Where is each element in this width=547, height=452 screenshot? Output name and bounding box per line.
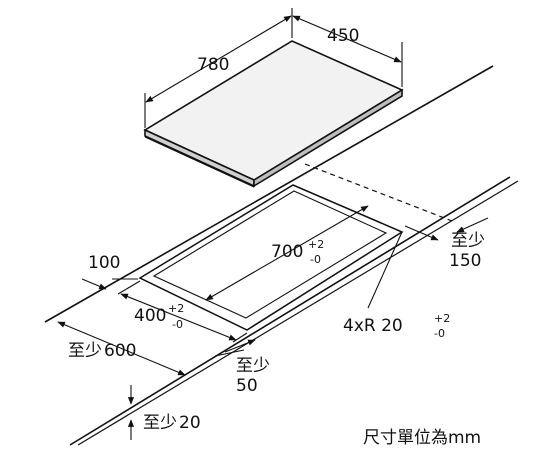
ext-line-400-right xyxy=(232,332,248,343)
label-min-bottom-prefix: 至少 xyxy=(143,413,177,433)
hidden-edge-dashed xyxy=(304,163,453,222)
label-cutout-width: 400 xyxy=(134,306,166,326)
hob-top-surface xyxy=(143,40,404,181)
dim-line-600 xyxy=(57,321,186,376)
dim-line-50 xyxy=(224,339,256,353)
label-min-front: 600 xyxy=(104,341,136,361)
worktop-front-edge xyxy=(69,176,511,446)
label-min-rear-prefix: 至少 xyxy=(451,231,485,251)
label-min-rear: 150 xyxy=(449,251,481,271)
label-cutout-length-minus: -0 xyxy=(310,253,321,266)
label-min-side: 50 xyxy=(236,376,258,396)
dim-line-100 xyxy=(81,278,107,290)
label-min-bottom: 20 xyxy=(179,413,201,433)
label-radius-minus: -0 xyxy=(434,327,445,340)
worktop-front-lower-edge xyxy=(77,180,519,446)
label-radius-plus: +2 xyxy=(434,312,450,325)
label-cutout-length-plus: +2 xyxy=(308,238,324,251)
label-cutout-length: 700 xyxy=(271,242,303,262)
dim-line-150-b xyxy=(456,217,489,233)
label-units-note: 尺寸單位為mm xyxy=(363,428,481,448)
ext-line-400-left xyxy=(117,280,141,295)
dim-line-150 xyxy=(404,225,439,241)
label-corner-radius: 4xR 20 xyxy=(343,316,403,336)
label-hob-width: 450 xyxy=(327,26,359,46)
leader-50 xyxy=(214,349,245,357)
label-front-edge: 100 xyxy=(88,253,120,273)
dim-line-450 xyxy=(292,15,402,63)
dim-line-700 xyxy=(205,205,369,301)
label-min-side-prefix: 至少 xyxy=(236,356,270,376)
label-cutout-width-minus: -0 xyxy=(172,318,183,331)
label-hob-length: 780 xyxy=(197,55,229,75)
label-min-front-prefix: 至少 xyxy=(68,341,102,361)
dim-line-780 xyxy=(145,15,292,103)
hob-bottom-edge xyxy=(144,136,255,188)
label-cutout-width-plus: +2 xyxy=(168,302,184,315)
hob xyxy=(143,40,404,188)
leader-radius xyxy=(367,231,403,309)
hob-right-side xyxy=(253,88,403,188)
dim-line-400 xyxy=(120,293,237,341)
